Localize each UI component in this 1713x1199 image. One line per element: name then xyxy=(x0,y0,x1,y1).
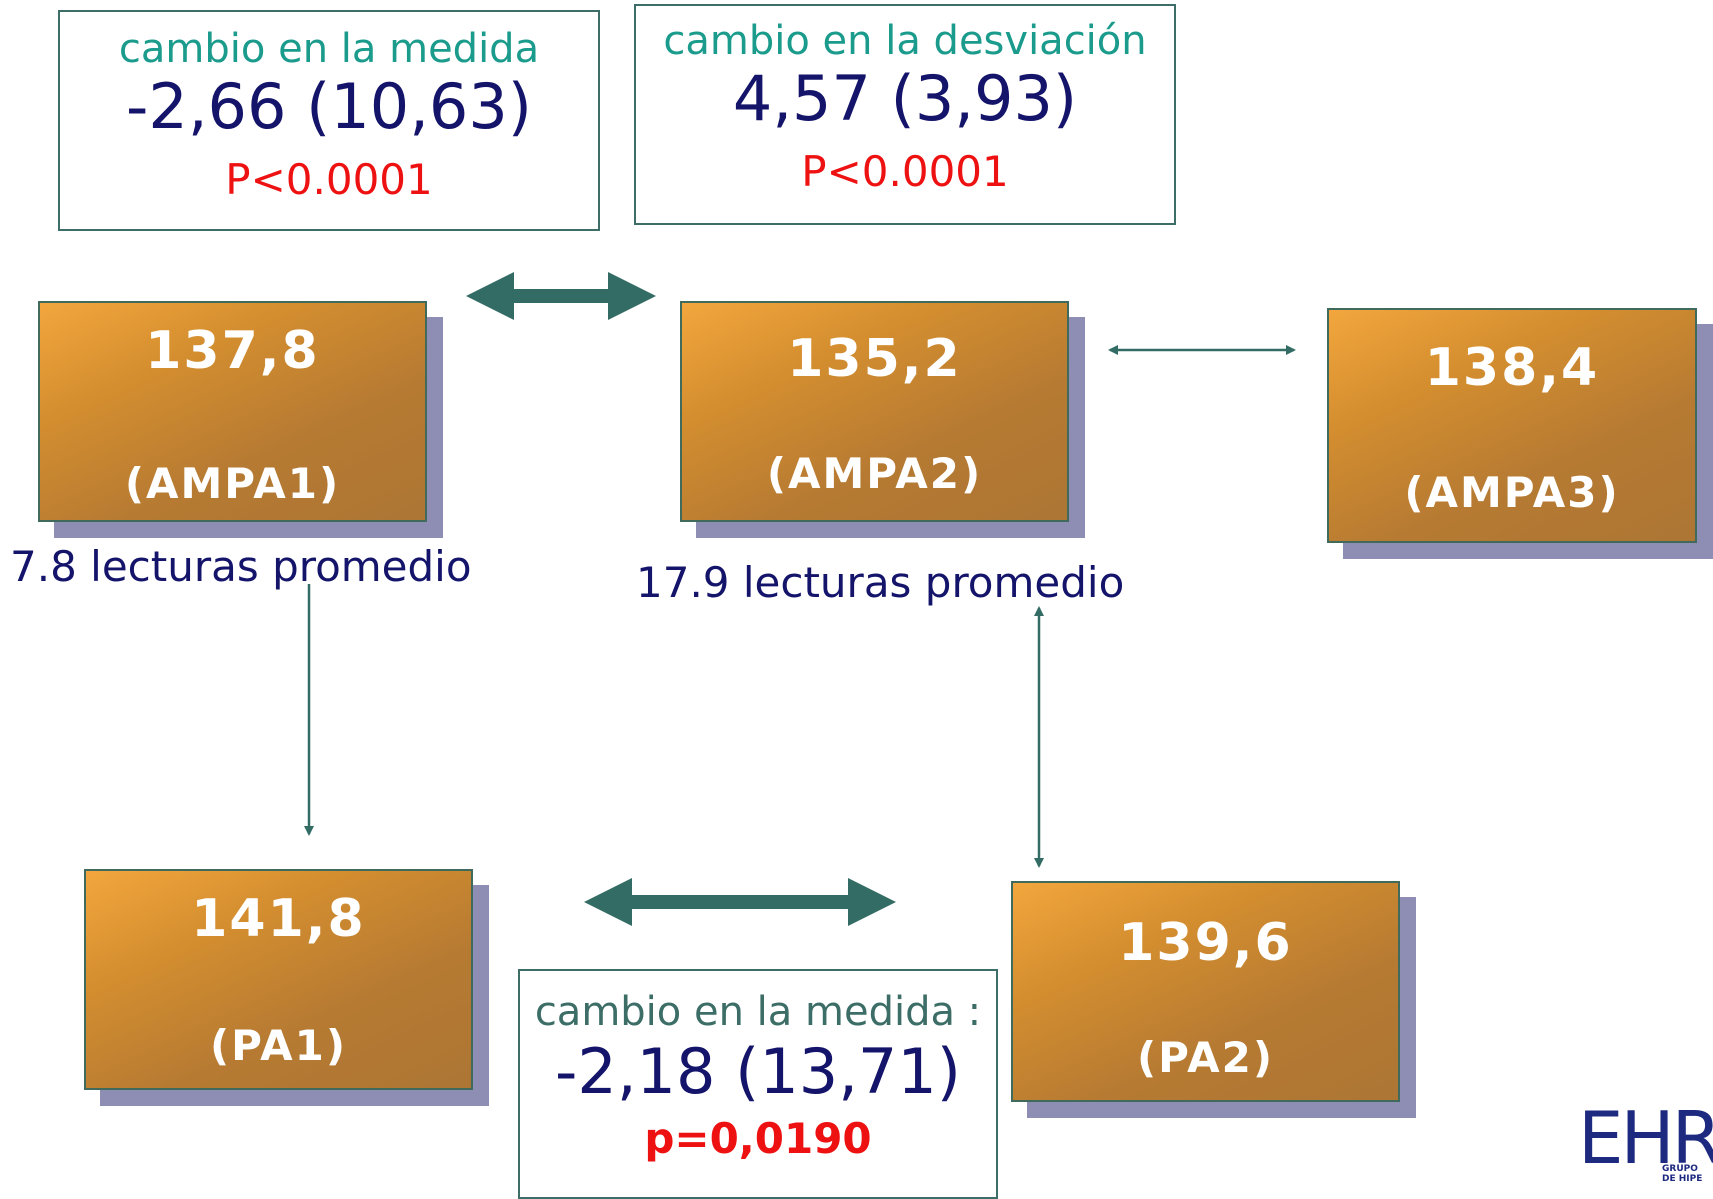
box-face: 141,8 (PA1) xyxy=(84,869,473,1090)
measurement-value: 139,6 xyxy=(1118,913,1293,973)
stat-p-value: p=0,0190 xyxy=(644,1114,872,1163)
measurement-label: (AMPA1) xyxy=(124,459,341,508)
box-face: 135,2 (AMPA2) xyxy=(680,301,1069,522)
measurement-label: (PA2) xyxy=(1136,1033,1275,1082)
logo-letters: EHR xyxy=(1578,1102,1713,1180)
ampa2-measurement-box: 135,2 (AMPA2) xyxy=(680,301,1085,538)
measurement-value: 141,8 xyxy=(191,889,366,949)
stat-label: cambio en la medida xyxy=(118,26,540,72)
mean-change-stat-box: cambio en la medida -2,66 (10,63) P<0.00… xyxy=(58,10,600,231)
pa1-measurement-box: 141,8 (PA1) xyxy=(84,869,489,1106)
pa2-measurement-box: 139,6 (PA2) xyxy=(1011,881,1416,1118)
ampa1-measurement-box: 137,8 (AMPA1) xyxy=(38,301,443,538)
measurement-label: (AMPA2) xyxy=(766,449,983,498)
ampa1-readings-caption: 7.8 lecturas promedio xyxy=(10,542,472,591)
deviation-change-stat-box: cambio en la desviación 4,57 (3,93) P<0.… xyxy=(634,4,1176,225)
measurement-label: (AMPA3) xyxy=(1404,468,1620,517)
ampa2-readings-caption: 17.9 lecturas promedio xyxy=(636,558,1125,607)
measurement-value: 137,8 xyxy=(145,321,320,381)
box-face: 139,6 (PA2) xyxy=(1011,881,1400,1102)
stat-value: -2,18 (13,71) xyxy=(555,1035,961,1108)
stat-label: cambio en la desviación xyxy=(663,18,1147,64)
thick-double-arrow-pa1-pa2 xyxy=(584,878,896,926)
measurement-value: 138,4 xyxy=(1424,338,1600,398)
stat-label: cambio en la medida : xyxy=(534,989,982,1035)
box-face: 138,4 (AMPA3) xyxy=(1327,308,1697,543)
logo-subtitle: GRUPO DE HIPE xyxy=(1662,1164,1703,1184)
pa-mean-change-stat-box: cambio en la medida : -2,18 (13,71) p=0,… xyxy=(518,969,998,1199)
stat-p-value: P<0.0001 xyxy=(801,147,1009,196)
ehr-logo: EHR GRUPO DE HIPE xyxy=(1578,1102,1713,1185)
measurement-value: 135,2 xyxy=(787,329,962,389)
stat-p-value: P<0.0001 xyxy=(225,155,433,204)
thick-double-arrow-ampa1-ampa2 xyxy=(466,272,656,320)
box-face: 137,8 (AMPA1) xyxy=(38,301,427,522)
stat-value: 4,57 (3,93) xyxy=(732,62,1078,135)
stat-value: -2,66 (10,63) xyxy=(126,70,532,143)
ampa3-measurement-box: 138,4 (AMPA3) xyxy=(1327,308,1713,559)
measurement-label: (PA1) xyxy=(209,1021,348,1070)
